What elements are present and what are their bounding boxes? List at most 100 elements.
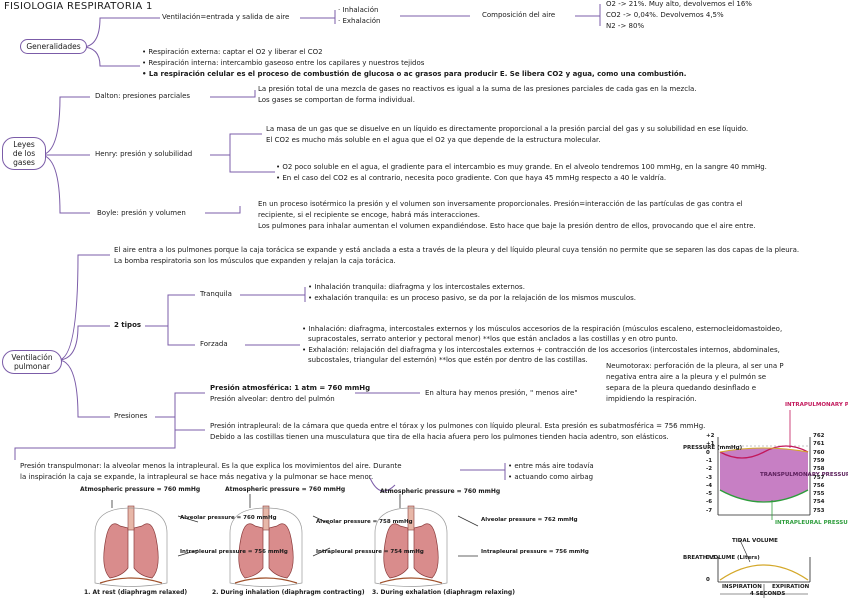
transp-2: la inspiración la caja se expande, la in… — [20, 473, 373, 482]
left-tick-label: -5 — [706, 491, 712, 497]
left-tick-label: -7 — [706, 508, 712, 514]
conn-vent-presiones — [58, 360, 110, 417]
chart-tidal-label: TIDAL VOLUME — [732, 538, 772, 544]
left-tick-label: -3 — [706, 475, 712, 481]
conn-leyes-boyle — [40, 155, 90, 213]
fig-alv-1: Alveolar pressure = 760 mmHg — [180, 515, 218, 521]
fig-atm-1: Atmospheric pressure = 760 mmHg — [80, 486, 200, 494]
conn-gen-bullets — [82, 47, 140, 66]
volume-tick-label: 0 — [706, 577, 710, 583]
p-atm: Presión atmosférica: 1 atm = 760 mmHg — [210, 384, 370, 393]
gen-bullet-1: • Respiración externa: captar el O2 y li… — [142, 48, 323, 57]
tranquila-label: Tranquila — [200, 290, 232, 299]
transp-bullet-1: • entre más aire todavía — [508, 462, 594, 471]
vent-intro-2: La bomba respiratoria son los músculos q… — [114, 257, 396, 266]
comp-co2: CO2 -> 0,04%. Devolvemos 4,5% — [606, 11, 724, 20]
dalton-text-2: Los gases se comportan de forma individu… — [258, 96, 415, 105]
dalton-label: Dalton: presiones parciales — [95, 92, 190, 101]
forzada-bullet-1b: supracostales, serrato anterior y pector… — [308, 335, 678, 344]
left-tick-label: -1 — [706, 458, 712, 464]
left-tick-label: -2 — [706, 466, 712, 472]
tranquila-bullet-1: • Inhalación tranquila: diafragma y los … — [308, 283, 525, 292]
right-tick-label: 754 — [813, 499, 824, 505]
forzada-bullet-2: • Exhalación: relajación del diafragma y… — [302, 346, 780, 355]
chart-seconds-label: 4 SECONDS — [750, 591, 785, 597]
henry-label: Henry: presión y solubilidad — [95, 150, 192, 159]
right-tick-label: 758 — [813, 466, 824, 472]
right-tick-label: 753 — [813, 508, 824, 514]
fig-alv-2: Alveolar pressure = 758 mmHg — [316, 519, 354, 525]
right-tick-label: 756 — [813, 483, 824, 489]
right-tick-label: 757 — [813, 475, 824, 481]
conn-leyes-dalton — [40, 97, 90, 155]
lung-pressure-figure — [80, 486, 520, 599]
fig-intra-3: Intrapleural pressure = 756 mmHg — [481, 549, 519, 555]
neumotorax-2: negativa entra aire a la pleura y el pul… — [606, 373, 766, 382]
right-tick-label: 755 — [813, 491, 824, 497]
forzada-bullet-2b: subcostales, triangular del esternón) **… — [308, 356, 588, 365]
chart-transpulmonary-label: TRANSPULMONARY PRESSURE — [760, 472, 820, 478]
transp-bullet-2: • actuando como airbag — [508, 473, 593, 482]
gen-bullet-3: • La respiración celular es el proceso d… — [142, 70, 686, 79]
boyle-text-3: Los pulmones para inhalar aumentan el vo… — [258, 222, 756, 231]
gen-bullet-2: • Respiración interna: intercambio gaseo… — [142, 59, 424, 68]
fig-intra-1: Intrapleural pressure = 756 mmHg — [180, 549, 218, 555]
tidal-volume-line — [720, 565, 808, 580]
volume-tick-label: 0.5 — [706, 555, 716, 561]
p-intra-1: Presión intrapleural: de la cámara que q… — [210, 422, 705, 431]
boyle-text-2: recipiente, si el recipiente se encoge, … — [258, 211, 480, 220]
node-generalidades[interactable]: Generalidades — [20, 39, 87, 54]
conn-gen-vent — [82, 18, 160, 47]
chart-intrapleural-label: INTRAPLEURAL PRESSURE — [775, 520, 835, 526]
composicion-label: Composición del aire — [482, 11, 555, 20]
lung-at-rest — [95, 506, 167, 587]
left-tick-label: 0 — [706, 450, 710, 456]
forzada-label: Forzada — [200, 340, 228, 349]
vent-intro-1: El aire entra a los pulmones porque la c… — [114, 246, 799, 255]
comp-n2: N2 -> 80% — [606, 22, 644, 31]
dalton-text-1: La presión total de una mezcla de gases … — [258, 85, 697, 94]
left-tick-label: +1 — [706, 441, 714, 447]
conn-vent-intro — [58, 255, 110, 360]
ventilacion-label: Ventilación=entrada y salida de aire — [162, 13, 289, 22]
fig-atm-3: Atmospheric pressure = 760 mmHg — [380, 488, 500, 496]
presiones-label: Presiones — [114, 412, 147, 421]
inhalacion-label: · Inhalación — [338, 6, 378, 15]
left-tick-label: +2 — [706, 433, 714, 439]
henry-text-1: La masa de un gas que se disuelve en un … — [266, 125, 748, 134]
chart-inspiration-label: INSPIRATION — [722, 584, 762, 590]
boyle-text-1: En un proceso isotérmico la presión y el… — [258, 200, 743, 209]
transp-1: Presión transpulmonar: la alveolar menos… — [20, 462, 402, 471]
p-altura: En altura hay menos presión, " menos air… — [425, 389, 578, 398]
boyle-label: Boyle: presión y volumen — [97, 209, 186, 218]
right-tick-label: 759 — [813, 458, 824, 464]
henry-bullet-1: • O2 poco soluble en el agua, el gradien… — [276, 163, 767, 172]
node-ventilacion-pulmonar[interactable]: Ventilación pulmonar — [2, 350, 62, 374]
fig-atm-2: Atmospheric pressure = 760 mmHg — [225, 486, 345, 494]
right-tick-label: 760 — [813, 450, 824, 456]
tipos-label: 2 tipos — [114, 321, 141, 330]
left-tick-label: -4 — [706, 483, 712, 489]
fig-intra-2: Intrapleural pressure = 754 mmHg — [316, 549, 354, 555]
comp-o2: O2 -> 21%. Muy alto, devolvemos el 16% — [606, 0, 752, 9]
right-tick-label: 762 — [813, 433, 824, 439]
fig-caption-1: 1. At rest (diaphragm relaxed) — [84, 589, 187, 597]
henry-text-2: El CO2 es mucho más soluble en el agua q… — [266, 136, 601, 145]
tranquila-bullet-2: • exhalación tranquila: es un proceso pa… — [308, 294, 636, 303]
forzada-bullet-1: • Inhalación: diafragma, intercostales e… — [302, 325, 782, 334]
neumotorax-1: Neumotorax: perforación de la pleura, al… — [606, 362, 784, 371]
p-alv: Presión alveolar: dentro del pulmón — [210, 395, 335, 404]
right-tick-label: 761 — [813, 441, 824, 447]
node-leyes-gases[interactable]: Leyes de los gases — [2, 137, 46, 170]
chart-intrapulmonary-label: INTRAPULMONARY PRESSURE — [785, 402, 840, 408]
neumotorax-3: separa de la pleura quedando desinflado … — [606, 384, 756, 393]
fig-alv-3: Alveolar pressure = 762 mmHg — [481, 517, 519, 523]
left-tick-label: -6 — [706, 499, 712, 505]
chart-expiration-label: EXPIRATION — [772, 584, 809, 590]
page-title: FISIOLOGIA RESPIRATORIA 1 — [4, 1, 153, 14]
exhalacion-label: · Exhalación — [338, 17, 381, 26]
henry-bullet-2: • En el caso del CO2 es al contrario, ne… — [276, 174, 666, 183]
p-intra-2: Debido a las costillas tienen una muscul… — [210, 433, 669, 442]
fig-caption-2: 2. During inhalation (diaphragm contract… — [212, 589, 365, 597]
fig-caption-3: 3. During exhalation (diaphragm relaxing… — [372, 589, 515, 597]
